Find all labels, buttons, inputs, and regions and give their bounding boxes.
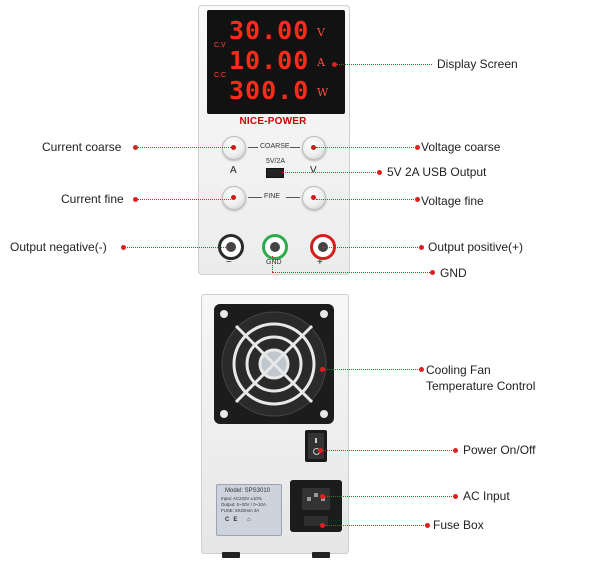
current-readout: 10.00 <box>229 46 310 75</box>
callout-gnd: GND <box>440 266 467 280</box>
callout-line-voltage-fine <box>316 199 416 200</box>
callout-usb-output: 5V 2A USB Output <box>387 165 487 179</box>
power-unit: W <box>317 86 329 99</box>
socket-pin-right <box>321 497 325 501</box>
brand-logo: NICE-POWER <box>239 116 307 127</box>
voltage-readout: 30.00 <box>229 16 310 45</box>
callout-current-fine: Current fine <box>61 192 124 206</box>
callout-ac-input: AC Input <box>463 489 510 503</box>
coarse-divider-right <box>290 147 300 148</box>
cc-indicator: C.C <box>214 72 227 79</box>
callout-line-ac <box>324 496 454 497</box>
rocker-face <box>308 433 324 459</box>
callout-voltage-coarse: Voltage coarse <box>421 140 501 154</box>
callout-line-positive <box>322 247 420 248</box>
rating-plate: Model: SPS3010 Input: AC220V ±10% Output… <box>216 484 282 536</box>
callout-dot-usb <box>377 170 382 175</box>
voltage-coarse-knob[interactable] <box>302 136 326 160</box>
callout-dot-display <box>332 62 337 67</box>
fine-divider-right <box>286 197 300 198</box>
fine-label: FINE <box>264 193 280 200</box>
callout-line-power <box>322 450 454 451</box>
callout-dot-ac-end <box>453 494 458 499</box>
callout-line-current-coarse <box>137 147 231 148</box>
callout-line-gnd <box>272 272 432 273</box>
callout-fuse-box: Fuse Box <box>433 518 484 532</box>
socket-pin-left <box>307 497 311 501</box>
usb-label: 5V/2A <box>266 158 286 165</box>
callout-output-negative: Output negative(-) <box>10 240 107 254</box>
rear-foot-right <box>312 552 330 558</box>
power-readout: 300.0 <box>229 76 310 105</box>
callout-dot-positive <box>419 245 424 250</box>
callout-dot-voltage-fine <box>415 197 420 202</box>
callout-display-screen: Display Screen <box>437 57 518 71</box>
callout-dot-ac <box>320 494 325 499</box>
callout-line-negative <box>125 247 228 248</box>
power-on-icon <box>315 438 317 443</box>
callout-line-display <box>336 64 432 65</box>
plate-input: Input: AC220V ±10% <box>221 496 262 501</box>
callout-dot-power <box>318 448 323 453</box>
iec-socket-icon <box>302 488 330 510</box>
knob-a-label: A <box>230 165 237 176</box>
callout-dot-power-end <box>453 448 458 453</box>
callout-dot-current-fine <box>133 197 138 202</box>
plate-model: Model: SPS3010 <box>225 488 271 494</box>
callout-power-switch: Power On/Off <box>463 443 536 457</box>
fine-divider-left <box>248 197 262 198</box>
callout-line-fuse <box>324 525 426 526</box>
socket-pin-center <box>314 493 318 497</box>
callout-line-usb <box>282 172 378 173</box>
current-coarse-knob[interactable] <box>222 136 246 160</box>
cv-indicator: C.V <box>214 42 226 49</box>
coarse-divider-left <box>248 147 258 148</box>
certification-marks-icon: CE ⌂ <box>225 517 255 523</box>
usb-port[interactable] <box>266 168 284 178</box>
voltage-fine-knob[interactable] <box>302 186 326 210</box>
fuse-drawer[interactable] <box>304 516 328 526</box>
callout-line-gnd-vertical <box>272 256 273 272</box>
rear-foot-left <box>222 552 240 558</box>
callout-line-fan <box>324 369 420 370</box>
plate-output: Output: 0~30V / 0~10A <box>221 502 266 507</box>
ac-input-socket[interactable] <box>290 480 342 532</box>
gnd-symbol: GND <box>266 259 282 266</box>
callout-line-current-fine <box>137 199 231 200</box>
voltage-unit: V <box>317 26 325 39</box>
callout-dot-fuse <box>320 523 325 528</box>
callout-line-voltage-coarse <box>316 147 416 148</box>
display-screen: C.V C.C 30.00 V 10.00 A 300.0 W <box>207 10 345 114</box>
plate-fuse: FUSE: 5X20mm 3A <box>221 508 260 513</box>
cooling-fan <box>214 304 334 424</box>
coarse-label: COARSE <box>260 143 290 150</box>
callout-dot-voltage-coarse <box>415 145 420 150</box>
gnd-terminal[interactable] <box>262 234 288 260</box>
knob-v-label: V <box>310 165 317 176</box>
callout-dot-negative <box>121 245 126 250</box>
callout-voltage-fine: Voltage fine <box>421 194 484 208</box>
callout-temperature-control: Temperature Control <box>426 379 536 393</box>
callout-dot-current-coarse <box>133 145 138 150</box>
power-switch[interactable] <box>305 430 327 462</box>
callout-cooling-fan: Cooling Fan <box>426 363 491 377</box>
current-unit: A <box>317 56 325 69</box>
fan-grill-icon <box>220 310 328 418</box>
positive-symbol: + <box>317 257 323 268</box>
callout-output-positive: Output positive(+) <box>428 240 524 254</box>
callout-current-coarse: Current coarse <box>42 140 122 154</box>
callout-dot-fan <box>320 367 325 372</box>
callout-dot-gnd <box>430 270 435 275</box>
current-fine-knob[interactable] <box>222 186 246 210</box>
callout-dot-fan-end <box>419 367 424 372</box>
callout-dot-fuse-end <box>425 523 430 528</box>
negative-symbol: − <box>226 257 232 268</box>
